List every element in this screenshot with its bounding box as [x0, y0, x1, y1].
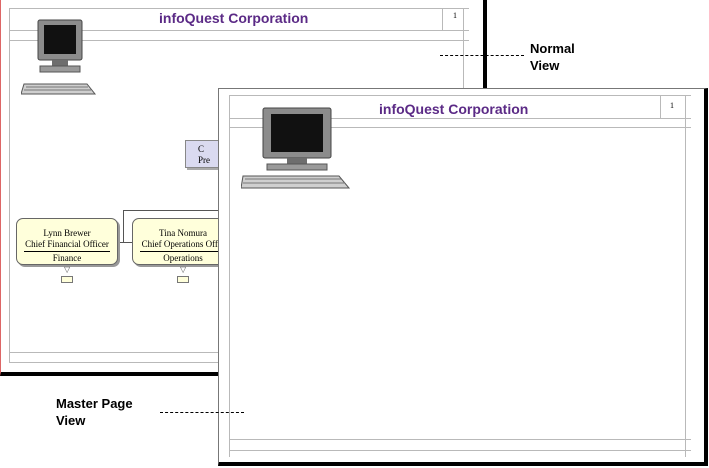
- page-number: 1: [670, 101, 674, 110]
- collapsed-subordinate-box: [61, 276, 73, 283]
- guide-line: [660, 95, 661, 118]
- computer-icon: [241, 107, 351, 189]
- org-box-name: Tina Nomura: [159, 228, 207, 238]
- connector-line: [116, 242, 134, 243]
- company-title: infoQuest Corporation: [159, 10, 309, 26]
- callout-line: Normal: [530, 41, 575, 56]
- guide-line: [229, 95, 691, 96]
- guide-line: [229, 439, 691, 440]
- org-box-finance: Lynn Brewer Chief Financial Officer Fina…: [16, 218, 118, 265]
- guide-line: [685, 95, 686, 457]
- expand-arrow-icon: ▽: [180, 265, 187, 274]
- president-box-line: C: [198, 144, 205, 154]
- guide-line: [9, 40, 469, 41]
- org-box-name: Lynn Brewer: [43, 228, 91, 238]
- expand-arrow-icon: ▽: [64, 265, 71, 274]
- president-box-line: Pre: [198, 155, 210, 165]
- org-box-dept: Operations: [163, 253, 203, 263]
- company-title: infoQuest Corporation: [379, 101, 529, 117]
- guide-line: [442, 8, 443, 30]
- master-page-view-page: infoQuest Corporation 1: [218, 88, 708, 466]
- guide-line: [229, 95, 230, 457]
- guide-line: [9, 8, 10, 362]
- callout-line: View: [56, 413, 86, 428]
- normal-view-callout: Normal View: [530, 40, 575, 74]
- guide-line: [229, 118, 691, 119]
- guide-line: [229, 450, 691, 451]
- page-number: 1: [453, 11, 457, 20]
- callout-line: Master Page: [56, 396, 133, 411]
- org-box-title: Chief Financial Officer: [25, 239, 109, 249]
- org-box-dept: Finance: [52, 253, 82, 263]
- connector-line: [123, 210, 124, 242]
- master-page-leader-line: [160, 412, 244, 413]
- master-page-view-callout: Master Page View: [56, 395, 133, 429]
- guide-line: [9, 30, 469, 31]
- org-box-operations: Tina Nomura Chief Operations Offic Opera…: [132, 218, 234, 265]
- guide-line: [229, 127, 691, 128]
- callout-line: View: [530, 58, 560, 73]
- computer-icon: [21, 19, 97, 95]
- org-box-title: Chief Operations Offic: [141, 239, 225, 249]
- connector-line: [123, 210, 223, 211]
- collapsed-subordinate-box: [177, 276, 189, 283]
- guide-line: [9, 8, 469, 9]
- normal-view-leader-line: [440, 55, 524, 56]
